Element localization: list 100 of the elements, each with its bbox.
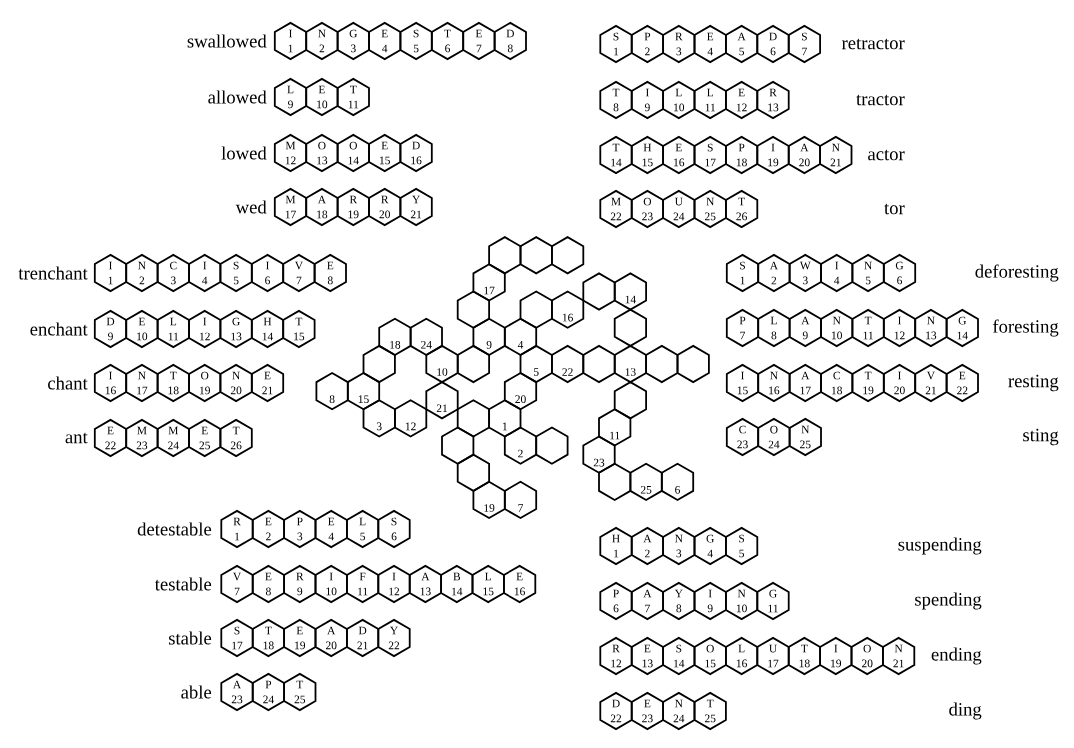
letter-hexagon: S 5 bbox=[725, 526, 759, 566]
letter-hexagon: N 10 bbox=[820, 308, 854, 348]
letter-hexagon: A 20 bbox=[314, 618, 348, 658]
letter-hexagon: G 14 bbox=[945, 308, 979, 348]
letter-hexagon: G 11 bbox=[756, 581, 790, 621]
letter-hexagon: E 13 bbox=[630, 636, 664, 676]
letter-hexagon: T 19 bbox=[851, 363, 885, 403]
clue-word: swallowed bbox=[187, 34, 267, 48]
grid-hexagon bbox=[676, 344, 710, 384]
letter-hexagon: T 15 bbox=[282, 309, 316, 349]
grid-hexagon: 18 bbox=[378, 317, 412, 356]
letter-hexagon: N 25 bbox=[693, 189, 727, 229]
letter-hexagon: R 19 bbox=[336, 187, 370, 227]
clue-word: wed bbox=[235, 200, 267, 214]
letter-hexagon: D 21 bbox=[346, 618, 380, 658]
grid-hexagon: 17 bbox=[472, 263, 506, 302]
letter-hexagon: N 5 bbox=[851, 253, 885, 293]
letter-hexagon: N 3 bbox=[662, 526, 696, 566]
clue-word: able bbox=[181, 685, 212, 699]
letter-hexagon: N 2 bbox=[125, 253, 159, 293]
letter-hexagon: D 16 bbox=[399, 133, 433, 173]
clue-word: allowed bbox=[208, 90, 267, 104]
letter-hexagon: D 6 bbox=[756, 24, 790, 64]
letter-hexagon: P 18 bbox=[725, 135, 759, 175]
letter-hexagon: R 12 bbox=[599, 636, 633, 676]
letter-hexagon: A 5 bbox=[725, 24, 759, 64]
letter-hexagon: A 13 bbox=[408, 564, 442, 604]
letter-hexagon: A 2 bbox=[630, 526, 664, 566]
letter-hexagon: L 11 bbox=[156, 309, 190, 349]
letter-hexagon: E 4 bbox=[314, 509, 348, 549]
letter-hexagon: A 17 bbox=[788, 363, 822, 403]
letter-hexagon: E 16 bbox=[662, 135, 696, 175]
letter-hexagon: A 18 bbox=[305, 187, 339, 227]
clue-word: suspending bbox=[898, 537, 982, 555]
letter-hexagon: I 12 bbox=[377, 564, 411, 604]
letter-hexagon: C 18 bbox=[820, 363, 854, 403]
letter-hexagon: N 16 bbox=[757, 363, 791, 403]
letter-hexagon: O 23 bbox=[630, 189, 664, 229]
letter-hexagon: N 21 bbox=[882, 636, 916, 676]
letter-hexagon: S 5 bbox=[399, 21, 433, 61]
letter-hexagon: C 3 bbox=[156, 253, 190, 293]
letter-hexagon: N 13 bbox=[914, 308, 948, 348]
letter-hexagon: T 26 bbox=[725, 189, 759, 229]
letter-hexagon: S 6 bbox=[377, 509, 411, 549]
letter-hexagon: E 8 bbox=[313, 253, 347, 293]
letter-hexagon: L 11 bbox=[693, 80, 727, 120]
letter-hexagon: R 3 bbox=[662, 24, 696, 64]
letter-hexagon: G 6 bbox=[882, 253, 917, 293]
letter-hexagon: E 4 bbox=[693, 24, 727, 64]
letter-hexagon: O 20 bbox=[850, 636, 884, 676]
letter-hexagon: H 15 bbox=[630, 135, 664, 175]
letter-hexagon: P 7 bbox=[725, 308, 760, 348]
letter-hexagon: E 7 bbox=[462, 21, 496, 61]
letter-hexagon: I 9 bbox=[630, 80, 664, 120]
letter-hexagon: R 13 bbox=[756, 80, 790, 120]
clue-word: lowed bbox=[221, 146, 267, 160]
clue-word: detestable bbox=[137, 522, 212, 536]
letter-hexagon: G 13 bbox=[219, 309, 253, 349]
grid-hexagon bbox=[519, 236, 553, 275]
letter-hexagon: E 22 bbox=[945, 363, 979, 403]
letter-hexagon: L 16 bbox=[725, 636, 759, 676]
letter-hexagon: I 19 bbox=[756, 135, 790, 175]
clue-word: stable bbox=[168, 631, 212, 645]
grid-hexagon: 16 bbox=[551, 290, 585, 329]
letter-hexagon: E 10 bbox=[125, 309, 159, 349]
clue-word: ding bbox=[949, 702, 982, 720]
letter-hexagon: M 23 bbox=[125, 418, 159, 458]
letter-hexagon: I 10 bbox=[314, 564, 348, 604]
clue-word: testable bbox=[154, 577, 212, 591]
grid-hexagon: 11 bbox=[598, 408, 632, 447]
clue-word: retractor bbox=[841, 38, 905, 50]
letter-hexagon: I 6 bbox=[250, 253, 285, 293]
letter-hexagon: I 20 bbox=[882, 363, 917, 403]
letter-hexagon: T 25 bbox=[283, 672, 317, 712]
letter-hexagon: O 14 bbox=[336, 133, 370, 173]
grid-hexagon: 7 bbox=[503, 480, 538, 520]
letter-hexagon: I 4 bbox=[820, 253, 854, 293]
letter-hexagon: L 5 bbox=[346, 509, 380, 549]
letter-hexagon: Y 8 bbox=[662, 581, 696, 621]
letter-hexagon: T 11 bbox=[851, 308, 885, 348]
letter-hexagon: B 14 bbox=[440, 564, 474, 604]
letter-hexagon: F 11 bbox=[346, 564, 380, 604]
letter-hexagon: T 14 bbox=[599, 135, 633, 175]
letter-hexagon: S 17 bbox=[693, 135, 727, 175]
letter-hexagon: I 9 bbox=[693, 581, 727, 621]
grid-hexagon: 14 bbox=[613, 272, 647, 311]
letter-hexagon: V 7 bbox=[282, 253, 316, 293]
letter-hexagon: P 3 bbox=[283, 509, 317, 549]
letter-hexagon: I 16 bbox=[93, 363, 128, 403]
letter-hexagon: N 24 bbox=[662, 691, 696, 731]
letter-hexagon: E 12 bbox=[725, 80, 759, 120]
letter-hexagon: A 20 bbox=[787, 135, 821, 175]
grid-hexagon bbox=[456, 399, 490, 438]
grid-hexagon bbox=[535, 426, 569, 465]
grid-hexagon: 4 bbox=[503, 317, 538, 356]
grid-hexagon: 19 bbox=[472, 480, 506, 520]
letter-hexagon: E 8 bbox=[251, 564, 285, 604]
grid-hexagon: 22 bbox=[551, 344, 585, 384]
letter-hexagon: M 24 bbox=[156, 418, 190, 458]
letter-hexagon: S 1 bbox=[599, 24, 633, 64]
